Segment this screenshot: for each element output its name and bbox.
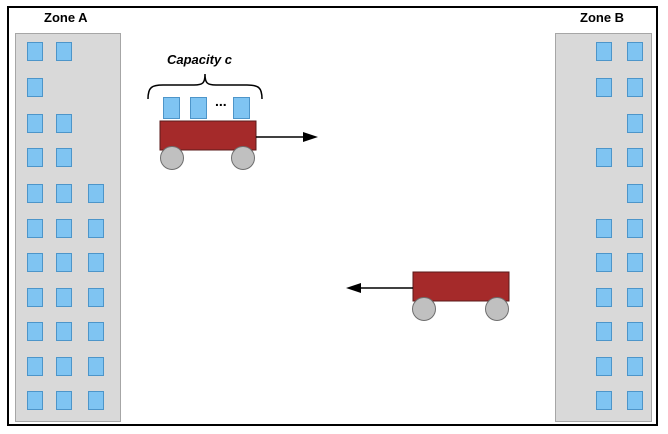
zone-a-box [27, 357, 43, 376]
zone-b-box [627, 114, 643, 133]
zone-b-box [627, 253, 643, 272]
cart-load-box [163, 97, 180, 119]
loaded-cart-wheel-left [160, 146, 184, 170]
zone-a-box [88, 253, 104, 272]
zone-a-box [27, 184, 43, 203]
zone-a-box [88, 357, 104, 376]
zone-b-box [596, 322, 612, 341]
zone-a-box [56, 148, 72, 167]
zone-a-box [56, 391, 72, 410]
zone-a-box [27, 253, 43, 272]
zone-a-box [56, 219, 72, 238]
zone-b-box [596, 357, 612, 376]
zone-a-box [56, 357, 72, 376]
zone-a-box [27, 148, 43, 167]
zone-b-box [596, 253, 612, 272]
zone-a-title: Zone A [44, 10, 88, 25]
loaded-cart-body [159, 120, 257, 151]
zone-a-box [88, 322, 104, 341]
zone-a-box [27, 219, 43, 238]
zone-b-box [627, 357, 643, 376]
zone-a-box [27, 114, 43, 133]
zone-a-box [88, 288, 104, 307]
zone-b-box [627, 322, 643, 341]
loaded-cart-arrowhead [303, 132, 318, 142]
zone-b-box [596, 219, 612, 238]
zone-a-box [56, 114, 72, 133]
cart-load-box [190, 97, 207, 119]
zone-a-box [56, 184, 72, 203]
empty-cart-arrowhead [346, 283, 361, 293]
zone-b-box [596, 148, 612, 167]
loaded-cart-wheel-right [231, 146, 255, 170]
empty-cart-wheel-right [485, 297, 509, 321]
zone-b-title: Zone B [580, 10, 625, 25]
zone-b-box [627, 219, 643, 238]
zone-b-box [596, 42, 612, 61]
zone-b-box [596, 288, 612, 307]
empty-cart-body [412, 271, 510, 302]
zone-a-box [27, 78, 43, 97]
zone-a-box [27, 322, 43, 341]
zone-a-box [27, 391, 43, 410]
cart-load-ellipsis: ... [215, 93, 227, 109]
empty-cart-wheel-left [412, 297, 436, 321]
zone-a-box [56, 253, 72, 272]
cart-load-box [233, 97, 250, 119]
zone-b-box [627, 42, 643, 61]
zone-a-box [56, 288, 72, 307]
zone-b-box [627, 78, 643, 97]
zone-b-box [627, 288, 643, 307]
zone-a-box [88, 184, 104, 203]
capacity-label: Capacity c [167, 52, 233, 67]
zone-a-box [56, 42, 72, 61]
zone-b-box [596, 78, 612, 97]
capacity-brace [147, 73, 263, 100]
zone-a-box [27, 288, 43, 307]
zone-b-box [596, 391, 612, 410]
zone-a-box [88, 391, 104, 410]
zone-a-box [56, 322, 72, 341]
zone-a-box [88, 219, 104, 238]
zone-a-box [27, 42, 43, 61]
zone-b-box [627, 148, 643, 167]
zone-b-box [627, 184, 643, 203]
zone-b-box [627, 391, 643, 410]
